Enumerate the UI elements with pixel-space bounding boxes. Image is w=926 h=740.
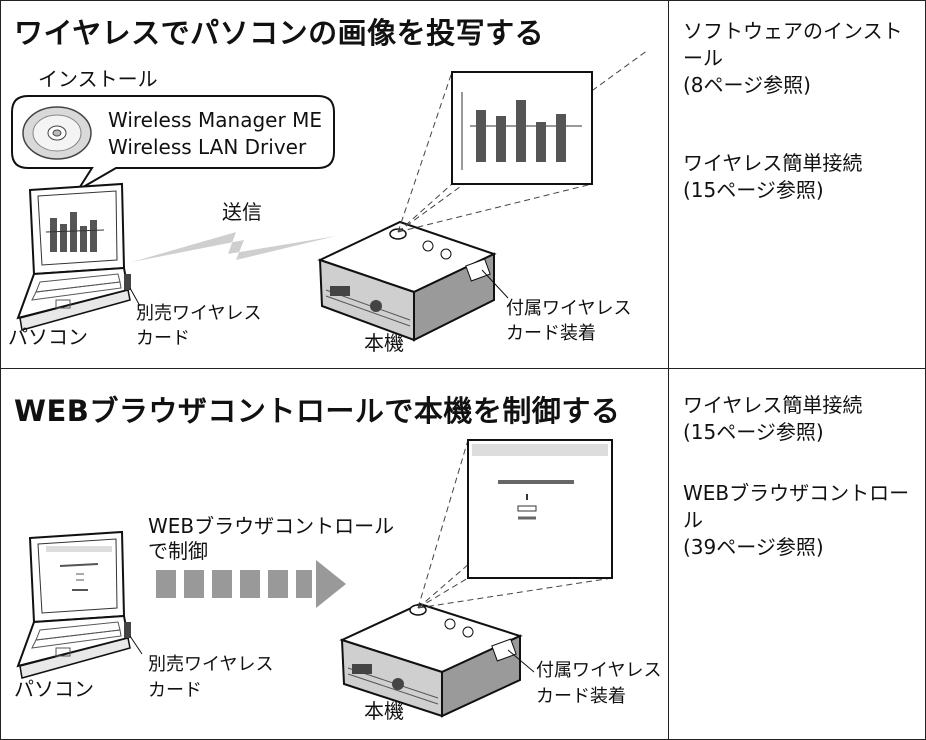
row-divider — [0, 368, 926, 369]
section2-ref-webcontrol: WEBブラウザコントロール (39ページ参照) — [683, 481, 910, 559]
section1-ref-install: ソフトウェアのインストール (8ページ参照) — [683, 19, 903, 97]
attached-card-label-2: カード装着 — [506, 323, 596, 344]
card-label-2: カード — [136, 328, 190, 349]
card-label-2: カード — [148, 680, 202, 701]
send-label: 送信 — [222, 200, 262, 224]
callout-line-1: Wireless Manager ME — [108, 108, 322, 132]
projector-icon — [317, 220, 497, 342]
projection-screen — [451, 71, 593, 185]
section1-title: ワイヤレスでパソコンの画像を投写する — [14, 16, 545, 50]
install-callout — [11, 95, 335, 191]
section2-ref-connect: ワイヤレス簡単接続 (15ページ参照) — [683, 393, 863, 444]
pc-label: パソコン — [14, 677, 94, 701]
attached-card-label-2: カード装着 — [536, 686, 626, 707]
cd-icon — [22, 106, 92, 160]
section2-title: WEBブラウザコントロールで本機を制御する — [14, 394, 621, 428]
section1-ref-connect: ワイヤレス簡単接続 (15ページ参照) — [683, 151, 863, 202]
column-divider — [668, 0, 669, 740]
control-arrow-icon — [156, 560, 346, 608]
projector-label: 本機 — [364, 699, 404, 723]
laptop-icon — [16, 530, 131, 679]
wireless-signal-icon — [132, 232, 336, 262]
attached-card-label-1: 付属ワイヤレス — [536, 660, 662, 681]
card-label-1: 別売ワイヤレス — [148, 654, 274, 675]
projector-label: 本機 — [364, 331, 404, 355]
projector-icon — [339, 602, 523, 718]
laptop-icon — [16, 182, 131, 331]
attached-card-label-1: 付属ワイヤレス — [506, 298, 632, 319]
card-label-1: 別売ワイヤレス — [136, 303, 262, 324]
pc-label: パソコン — [8, 325, 88, 349]
control-label-2: で制御 — [148, 539, 208, 563]
install-label: インストール — [38, 67, 158, 91]
callout-line-2: Wireless LAN Driver — [108, 135, 307, 159]
projection-screen — [467, 439, 613, 579]
control-label-1: WEBブラウザコントロール — [148, 514, 395, 538]
